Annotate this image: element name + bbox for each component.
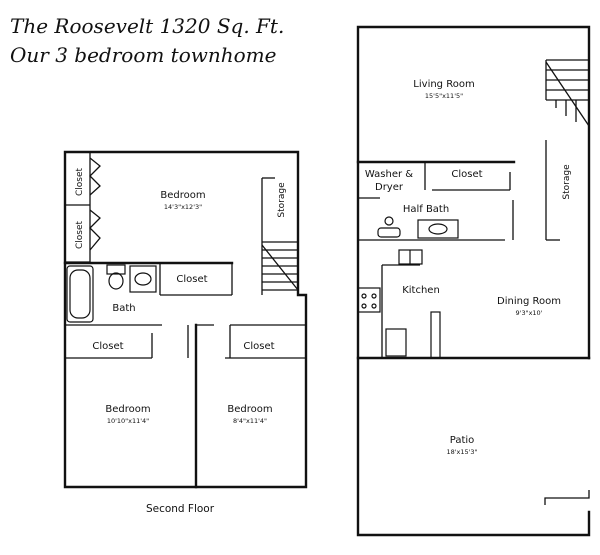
toilet-icon [106,264,126,275]
second-floor-plan [63,150,308,489]
storage-lower-label: Storage [562,164,572,200]
living-room-label: Living Room [413,79,474,90]
living-room-size: 15'5"x11'5" [425,92,463,100]
dining-room-label: Dining Room [497,296,561,307]
plan-title-line1: The Roosevelt 1320 Sq. Ft. [10,14,284,38]
bathtub-icon [66,265,94,323]
kitchen-label: Kitchen [402,285,440,296]
toilet-icon [384,216,394,226]
patio-label: Patio [450,435,475,446]
stairs-icon [261,241,299,295]
counter-icon [430,311,441,359]
bedroom-right-size: 8'4"x11'4" [233,417,267,425]
closet-mid-label: Closet [176,274,207,285]
dining-room-size: 9'3"x10' [516,309,543,317]
dishwasher-icon [385,328,407,357]
bedroom-left-label: Bedroom [105,404,150,415]
closet-bed-left-label: Closet [92,341,123,352]
stove-icon [357,287,381,313]
closet-label: Closet [451,169,482,180]
closet-left-top-label: Closet [75,168,85,197]
first-floor-outer-wall [356,25,591,537]
bedroom-main-size: 14'3"x12'3" [164,203,202,211]
bifold-door-icon [89,157,101,251]
storage-upper-label: Storage [277,182,287,218]
second-floor-outer-wall [63,150,308,489]
plan-title-line2: Our 3 bedroom townhome [10,43,276,67]
sink-icon [129,265,157,293]
first-floor-plan [356,25,591,537]
second-floor-caption: Second Floor [146,503,215,515]
bedroom-left-size: 10'10"x11'4" [107,417,149,425]
closet-bed-right-label: Closet [243,341,274,352]
washer-dryer-label-line1: Washer & [365,169,413,180]
washer-dryer-label-line2: Dryer [375,182,404,193]
bedroom-main-label: Bedroom [160,190,205,201]
closet-left-bottom-label: Closet [75,221,85,250]
bedroom-right-label: Bedroom [227,404,272,415]
half-bath-label: Half Bath [403,204,449,215]
bath-label: Bath [112,303,135,314]
sink-icon [417,219,459,239]
patio-size: 18'x15'3" [446,448,477,456]
stairs-icon [545,59,590,127]
